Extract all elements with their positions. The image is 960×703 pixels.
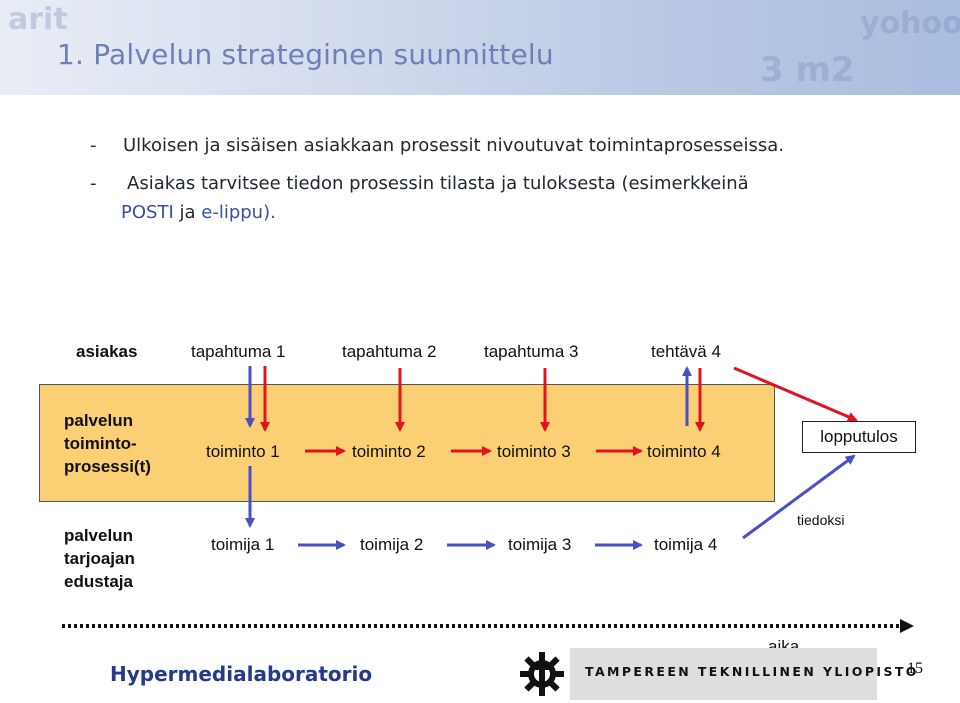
feedback-label: tiedoksi bbox=[797, 512, 845, 528]
task-4: tehtävä 4 bbox=[651, 342, 721, 361]
event-3: tapahtuma 3 bbox=[484, 342, 579, 361]
time-axis-arrowhead bbox=[900, 619, 914, 633]
red-arrow bbox=[733, 366, 858, 422]
posti-link-text: POSTI bbox=[121, 202, 174, 223]
provider-label: palvelun tarjoajan edustaja bbox=[64, 524, 135, 593]
process-label-line: toiminto- bbox=[64, 434, 137, 453]
result-box: lopputulos bbox=[802, 421, 916, 453]
function-2: toiminto 2 bbox=[352, 442, 426, 461]
header-banner: arit 3 m2 yohoo bbox=[0, 0, 960, 95]
bullet-marker: - bbox=[90, 135, 97, 156]
bullet-2-continuation: POSTI ja e-lippu). bbox=[121, 202, 276, 223]
function-1: toiminto 1 bbox=[206, 442, 280, 461]
bullet-text: ja bbox=[173, 202, 202, 223]
page-number: 15 bbox=[907, 660, 923, 677]
event-1: tapahtuma 1 bbox=[191, 342, 286, 361]
process-box bbox=[39, 384, 775, 502]
actor-2: toimija 2 bbox=[360, 535, 424, 554]
actor-1: toimija 1 bbox=[211, 535, 275, 554]
actor-3: toimija 3 bbox=[508, 535, 572, 554]
event-2: tapahtuma 2 bbox=[342, 342, 437, 361]
provider-label-line: palvelun bbox=[64, 526, 133, 545]
customer-label: asiakas bbox=[76, 342, 138, 361]
bullet-text: Asiakas tarvitsee tiedon prosessin tilas… bbox=[127, 173, 749, 194]
process-label: palvelun toiminto- prosessi(t) bbox=[64, 409, 151, 478]
process-label-line: palvelun bbox=[64, 411, 133, 430]
header-decoration: arit bbox=[8, 2, 68, 37]
header-decoration: yohoo bbox=[860, 6, 960, 41]
blue-arrow bbox=[742, 454, 856, 540]
footer-lab-name: Hypermedialaboratorio bbox=[110, 662, 373, 686]
e-lippu-text: e-lippu). bbox=[201, 202, 276, 223]
university-band bbox=[570, 648, 877, 700]
process-label-line: prosessi(t) bbox=[64, 457, 151, 476]
university-name: TAMPEREEN TEKNILLINEN YLIOPISTO bbox=[585, 664, 919, 679]
header-decoration: 3 m2 bbox=[760, 50, 855, 90]
provider-label-line: tarjoajan bbox=[64, 549, 135, 568]
function-3: toiminto 3 bbox=[497, 442, 571, 461]
university-gear-logo bbox=[520, 652, 564, 696]
bullet-marker: - bbox=[90, 173, 97, 194]
function-4: toiminto 4 bbox=[647, 442, 721, 461]
provider-label-line: edustaja bbox=[64, 572, 133, 591]
bullet-text: Ulkoisen ja sisäisen asiakkaan prosessit… bbox=[123, 135, 785, 156]
slide-title: 1. Palvelun strateginen suunnittelu bbox=[57, 38, 554, 71]
actor-4: toimija 4 bbox=[654, 535, 718, 554]
